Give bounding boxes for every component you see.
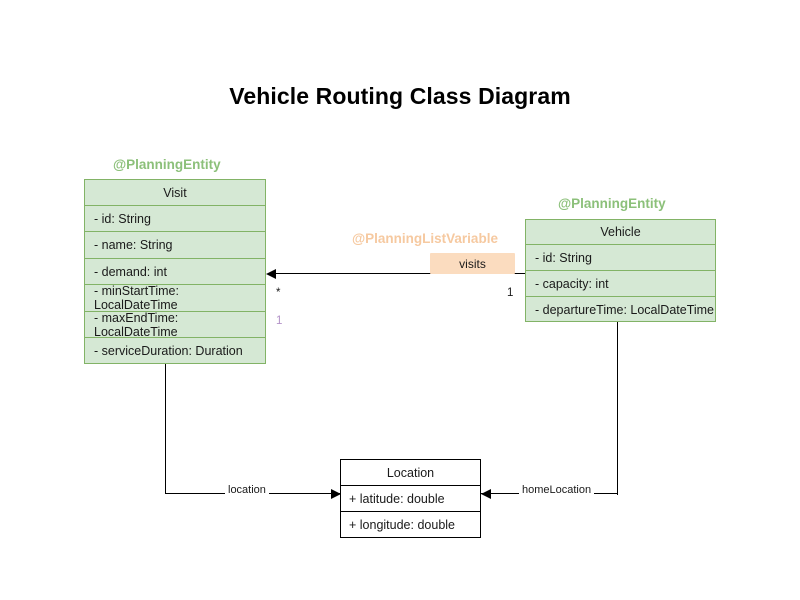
class-name-vehicle: Vehicle xyxy=(526,220,715,245)
class-name-visit: Visit xyxy=(85,180,265,206)
arrowhead-homelocation-icon xyxy=(481,489,491,499)
edge-visit-location-vertical xyxy=(165,364,167,494)
class-attribute: - serviceDuration: Duration xyxy=(94,343,243,358)
class-attribute: + longitude: double xyxy=(341,512,480,538)
visits-relation-badge: visits xyxy=(430,253,515,274)
edge-label-homelocation: homeLocation xyxy=(519,484,595,496)
edge-vehicle-visits xyxy=(274,273,525,275)
multiplicity-visit-side: * xyxy=(276,287,281,299)
class-box-vehicle[interactable]: Vehicle - id: String - capacity: int - d… xyxy=(525,219,716,322)
class-attribute: - maxEndTime: LocalDateTime xyxy=(85,311,265,339)
class-attribute: - id: String xyxy=(526,245,715,271)
edge-vehicle-homelocation-vertical xyxy=(617,322,619,495)
class-name-location: Location xyxy=(341,460,480,486)
edge-label-location: location xyxy=(225,484,269,496)
multiplicity-visit-location: 1 xyxy=(276,315,283,327)
class-attribute: - name: String xyxy=(85,232,265,259)
class-attribute: - minStartTime: LocalDateTime xyxy=(85,284,265,312)
class-attribute: - demand: int xyxy=(85,259,265,285)
visits-stereotype-label: @PlanningListVariable xyxy=(352,231,498,246)
class-box-location[interactable]: Location + latitude: double + longitude:… xyxy=(340,459,481,538)
arrowhead-visits-icon xyxy=(266,269,276,279)
class-attribute: - id: String xyxy=(85,206,265,232)
page-title: Vehicle Routing Class Diagram xyxy=(229,83,571,109)
arrowhead-location-icon xyxy=(331,489,341,499)
class-attribute: - departureTime: LocalDateTime xyxy=(535,303,715,317)
vehicle-stereotype-label: @PlanningEntity xyxy=(558,196,666,211)
multiplicity-vehicle-side: 1 xyxy=(507,287,514,299)
class-attribute: + latitude: double xyxy=(341,486,480,512)
class-box-visit[interactable]: Visit - id: String - name: String - dema… xyxy=(84,179,266,364)
class-attribute: - capacity: int xyxy=(526,271,715,297)
visit-stereotype-label: @PlanningEntity xyxy=(113,157,221,172)
